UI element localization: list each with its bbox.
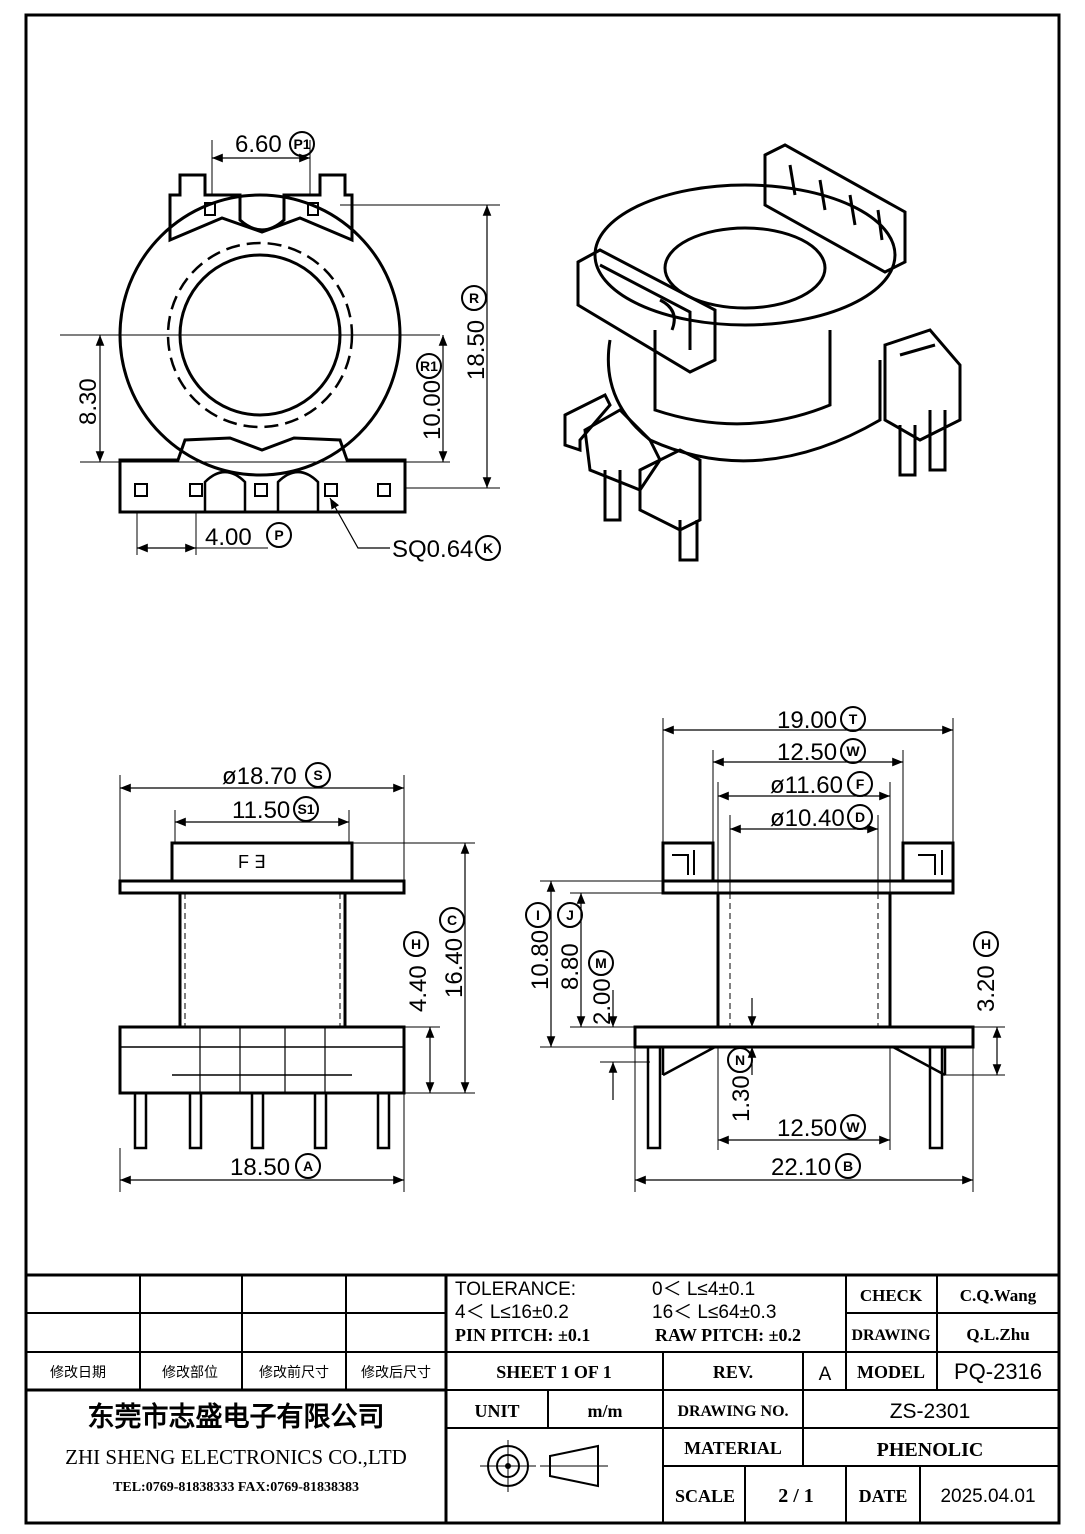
top-view: 6.60 P1 18.50 R 10.00 R1 8.30 4.00 P SQ0… [60, 131, 501, 563]
dim-m-value: 2.00 [589, 978, 616, 1025]
dim-h-value: 4.40 [405, 965, 432, 1012]
dim-s-code: S [313, 767, 322, 783]
tolerance-line-3: 16＜ L≤64±0.3 [652, 1302, 776, 1323]
dim-s1-value: 11.50 [232, 797, 290, 824]
rev-header-before: 修改前尺寸 [259, 1364, 329, 1380]
rev-header-after: 修改后尺寸 [361, 1364, 431, 1380]
drawing-border [24, 13, 1061, 1525]
dim-r-code: R [469, 290, 479, 306]
dim-b-value: 22.10 [771, 1154, 831, 1181]
tolerance-line-2: 4＜ L≤16±0.2 [455, 1302, 569, 1323]
drawing-no-value: ZS-2301 [890, 1400, 971, 1423]
date-label: DATE [859, 1486, 908, 1506]
dim-i-code: I [536, 907, 540, 923]
scale-value: 2 / 1 [778, 1485, 814, 1507]
dim-p-value: 4.00 [205, 524, 252, 551]
dim-p1-code: P1 [293, 136, 310, 152]
dim-j-value: 8.80 [557, 943, 584, 990]
dim-c-value: 16.40 [441, 938, 468, 998]
raw-pitch: RAW PITCH: ±0.2 [655, 1325, 801, 1345]
dim-a-code: A [303, 1158, 313, 1174]
dim-r1-code: R1 [420, 358, 438, 374]
dim-w-value: 12.50 [777, 739, 837, 766]
tolerance-line-1: 0＜ L≤4±0.1 [652, 1279, 755, 1300]
dim-t-value: 19.00 [777, 707, 837, 734]
rev-label: REV. [713, 1362, 753, 1382]
dim-j-code: J [566, 907, 574, 923]
dim-k-value: SQ0.64 [392, 536, 473, 563]
dim-d-code: D [855, 809, 865, 825]
check-value: C.Q.Wang [960, 1286, 1037, 1305]
dim-h-code: H [411, 936, 421, 952]
rev-value: A [819, 1364, 832, 1385]
dim-p-code: P [274, 527, 283, 543]
drawing-value: Q.L.Zhu [966, 1325, 1029, 1344]
rev-header-part: 修改部位 [162, 1364, 218, 1380]
unit-value: m/m [588, 1401, 623, 1421]
company-name-en: ZHI SHENG ELECTRONICS CO.,LTD [65, 1445, 407, 1469]
dim-w2-code: W [846, 1119, 860, 1135]
check-label: CHECK [860, 1286, 923, 1305]
dim-f-value: ø11.60 [770, 772, 843, 799]
dim-s1-code: S1 [297, 801, 314, 817]
dim-w2-value: 12.50 [777, 1115, 837, 1142]
tolerance-label: TOLERANCE: [455, 1279, 576, 1300]
dim-b-code: B [843, 1158, 853, 1174]
dim-d-value: ø10.40 [770, 805, 845, 832]
front-view: F ∃ ø18.70 S 11.50 S1 16.40 C 4.40 H 18.… [118, 762, 475, 1192]
dim-f-code: F [856, 776, 865, 792]
company-contact: TEL:0769-81838333 FAX:0769-81838383 [113, 1480, 359, 1495]
dim-m-code: M [595, 955, 607, 971]
unit-label: UNIT [474, 1401, 519, 1421]
dim-h2-code: H [981, 936, 991, 952]
scale-label: SCALE [675, 1486, 735, 1506]
material-label: MATERIAL [684, 1438, 782, 1458]
sheet-info: SHEET 1 OF 1 [496, 1362, 612, 1382]
side-view: 19.00 T 12.50 W ø11.60 F ø10.40 D 10.80 … [525, 706, 1005, 1192]
dim-h2-value: 3.20 [973, 965, 1000, 1012]
dim-i-value: 10.80 [527, 930, 554, 990]
drawing-no-label: DRAWING NO. [677, 1403, 788, 1420]
dim-n-code: N [735, 1052, 745, 1068]
dim-n-value: 1.30 [728, 1075, 755, 1122]
title-block: 修改日期 修改部位 修改前尺寸 修改后尺寸 TOLERANCE: 0＜ L≤4±… [26, 1273, 1059, 1523]
dim-t-code: T [849, 711, 858, 727]
date-value: 2025.04.01 [940, 1486, 1035, 1507]
material-value: PHENOLIC [877, 1439, 984, 1461]
dim-830-value: 8.30 [75, 378, 102, 425]
dim-a-value: 18.50 [230, 1154, 290, 1181]
drawing-label: DRAWING [851, 1327, 931, 1344]
dim-r-value: 18.50 [463, 320, 490, 380]
dim-c-code: C [447, 912, 457, 928]
company-name-cn: 东莞市志盛电子有限公司 [88, 1401, 385, 1432]
dim-p1-value: 6.60 [235, 131, 282, 158]
dim-k-code: K [483, 540, 493, 556]
projection-symbol-icon [480, 1440, 608, 1492]
isometric-view [563, 143, 962, 562]
model-label: MODEL [857, 1362, 925, 1382]
dim-r1-value: 10.00 [419, 380, 446, 440]
pin-marks: F ∃ [238, 852, 265, 872]
dim-s-value: ø18.70 [222, 763, 297, 790]
dim-w-code: W [846, 743, 860, 759]
model-value: PQ-2316 [954, 1359, 1042, 1384]
pin-pitch: PIN PITCH: ±0.1 [455, 1325, 590, 1345]
rev-header-date: 修改日期 [50, 1364, 106, 1380]
